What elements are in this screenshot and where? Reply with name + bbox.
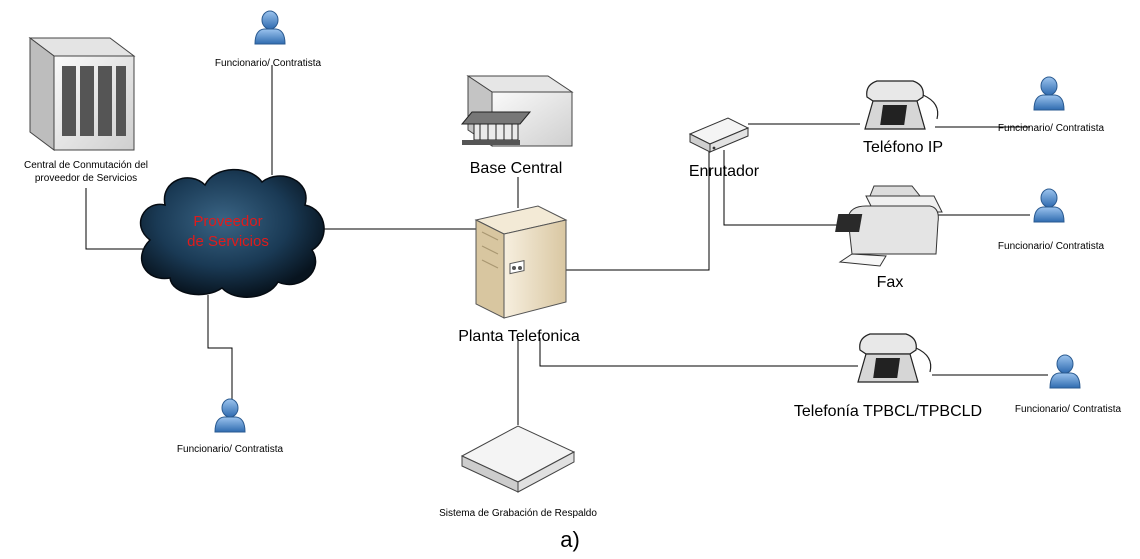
central-switch-icon xyxy=(28,37,136,151)
user-icon-top xyxy=(254,10,286,45)
cloud-icon xyxy=(139,168,325,298)
bank-building-icon xyxy=(460,75,574,147)
user-label-bottom: Funcionario/ Contratista xyxy=(177,444,284,455)
server-tower-icon xyxy=(474,205,568,319)
line-planta-enrutador xyxy=(566,150,710,271)
cloud-label-line2: de Servicios xyxy=(187,233,269,250)
ip-phone-icon xyxy=(864,80,939,130)
user-icon-fax xyxy=(1033,188,1065,223)
central-label-line1: Central de Conmutación del xyxy=(24,160,148,171)
line-enrutador-fax xyxy=(723,150,845,226)
enrutador-label: Enrutador xyxy=(689,163,760,180)
connection-lines xyxy=(85,65,1048,425)
planta-telefonica-label: Planta Telefonica xyxy=(458,328,580,345)
line-cloud-user-bottom xyxy=(207,295,233,400)
line-planta-tpbcl xyxy=(539,338,858,367)
tpbcl-phone-icon xyxy=(857,333,932,383)
router-icon xyxy=(688,117,750,153)
user-icon-bottom xyxy=(214,398,246,433)
line-central-cloud xyxy=(85,188,143,250)
central-label-line2: proveedor de Servicios xyxy=(35,173,137,184)
user-icon-tpbcl xyxy=(1049,354,1081,389)
user-label-tpbcl: Funcionario/ Contratista xyxy=(1015,404,1122,415)
base-central-label: Base Central xyxy=(470,160,563,177)
fax-label: Fax xyxy=(877,274,904,291)
grabacion-label: Sistema de Grabación de Respaldo xyxy=(439,508,597,519)
user-label-top: Funcionario/ Contratista xyxy=(215,58,322,69)
telefono-ip-label: Teléfono IP xyxy=(863,139,943,156)
tpbcl-label: Telefonía TPBCL/TPBCLD xyxy=(794,403,982,420)
recording-system-icon xyxy=(460,425,576,493)
cloud-label-line1: Proveedor xyxy=(193,213,262,230)
user-label-ip: Funcionario/ Contratista xyxy=(998,123,1105,134)
figure-caption: a) xyxy=(560,527,580,552)
user-icon-ip xyxy=(1033,76,1065,111)
fax-icon xyxy=(835,185,943,267)
user-label-fax: Funcionario/ Contratista xyxy=(998,241,1105,252)
